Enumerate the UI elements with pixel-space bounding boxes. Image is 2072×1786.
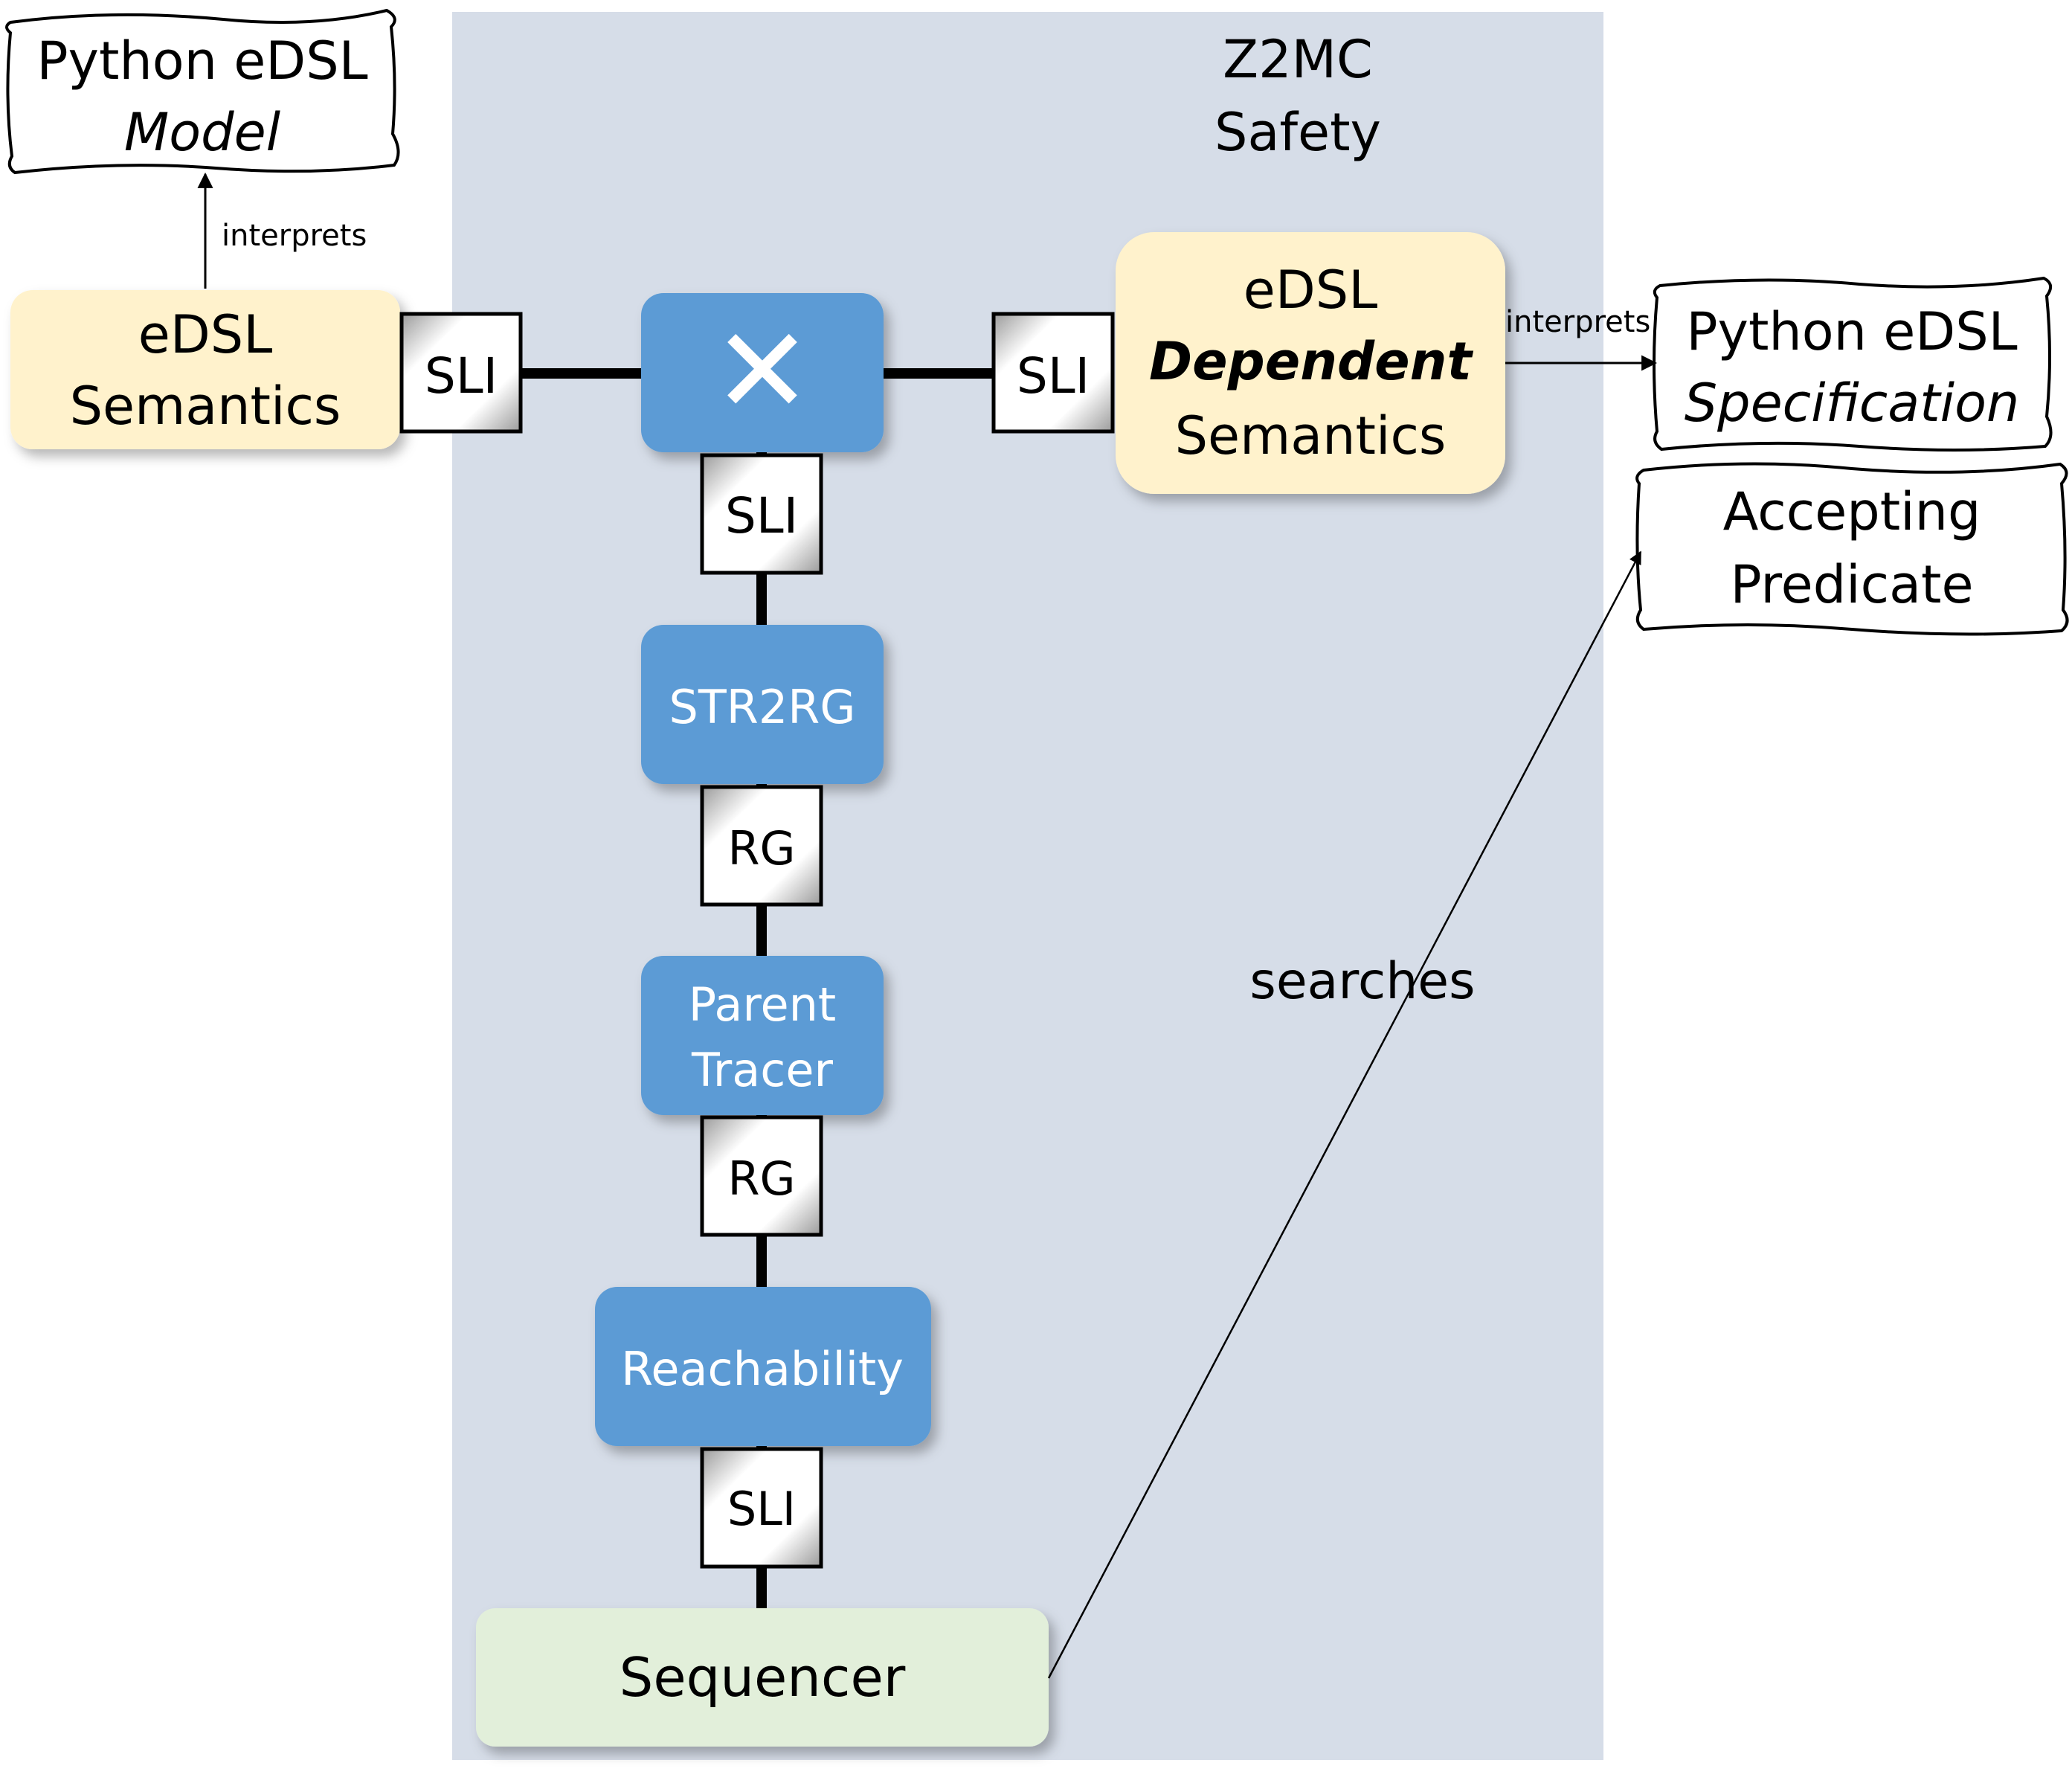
edsl-dependent-semantics-box: eDSL Dependent Semantics <box>1116 232 1505 494</box>
container-title-line1: Z2MC <box>1223 29 1373 90</box>
accepting-document-line2: Predicate <box>1730 554 1973 615</box>
port-sli-below-product-label: SLI <box>725 487 798 545</box>
model-document-line1: Python eDSL <box>36 30 367 91</box>
port-rg-top-label: RG <box>727 821 795 876</box>
accepting-predicate-document: Accepting Predicate <box>1635 462 2069 636</box>
parent-tracer-line1: Parent <box>689 977 836 1032</box>
accepting-document-line1: Accepting <box>1723 481 1981 542</box>
port-sli-right: SLI <box>991 312 1115 434</box>
spec-document: Python eDSL Specification <box>1653 276 2053 452</box>
connector-lines <box>521 368 994 1608</box>
spec-document-line2: Specification <box>1685 373 2020 434</box>
sequencer-label: Sequencer <box>620 1646 906 1709</box>
port-sli-bottom-label: SLI <box>727 1482 796 1536</box>
port-sli-bottom: SLI <box>700 1447 823 1569</box>
dependent-semantics-line1: eDSL <box>1243 260 1377 321</box>
searches-label: searches <box>1249 952 1475 1011</box>
container-title-line2: Safety <box>1214 102 1381 163</box>
port-rg-top: RG <box>700 785 823 907</box>
port-rg-bottom-label: RG <box>727 1151 795 1206</box>
model-document-shape <box>5 8 400 175</box>
model-document-line2: Model <box>124 102 281 163</box>
port-rg-bottom: RG <box>700 1115 823 1237</box>
spec-document-line1: Python eDSL <box>1686 301 2017 362</box>
product-box: ✕ <box>641 293 884 452</box>
dependent-semantics-line2: Dependent <box>1149 331 1473 392</box>
reachability-box: Reachability <box>595 1287 931 1446</box>
str2rg-label: STR2RG <box>669 680 856 734</box>
interprets-model-label: interprets <box>222 219 367 253</box>
parent-tracer-box: Parent Tracer <box>641 956 884 1115</box>
reachability-label: Reachability <box>621 1342 904 1396</box>
port-sli-left: SLI <box>399 312 523 434</box>
str2rg-box: STR2RG <box>641 625 884 784</box>
product-x-icon: ✕ <box>712 301 812 440</box>
model-document: Python eDSL Model <box>5 8 400 175</box>
port-sli-right-label: SLI <box>1017 347 1090 405</box>
accepting-document-shape <box>1635 462 2069 636</box>
searches-arrow <box>1047 550 1642 1679</box>
port-sli-below-product: SLI <box>700 453 823 575</box>
edsl-semantics-box: eDSL Semantics <box>10 290 400 449</box>
spec-document-shape <box>1653 276 2053 452</box>
edsl-semantics-line2: Semantics <box>70 376 341 437</box>
port-sli-left-label: SLI <box>425 347 498 405</box>
sequencer-box: Sequencer <box>476 1608 1049 1747</box>
parent-tracer-line2: Tracer <box>691 1043 833 1097</box>
interprets-spec-label: interprets <box>1505 305 1650 339</box>
dependent-semantics-line3: Semantics <box>1175 405 1447 466</box>
edsl-semantics-line1: eDSL <box>138 304 272 365</box>
